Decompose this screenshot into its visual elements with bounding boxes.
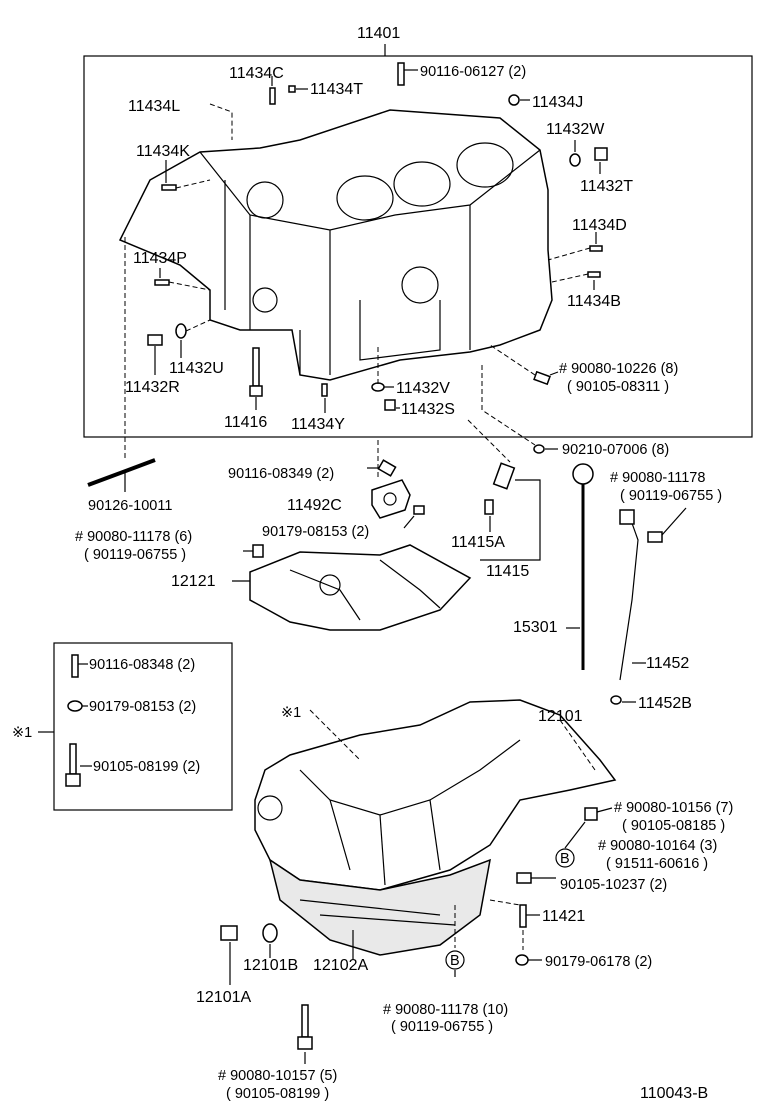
label-11434K: 11434K (136, 143, 190, 160)
label-90126-10011: 90126-10011 (88, 498, 172, 514)
label-90119-06755-right: ( 90119-06755 ) (620, 488, 722, 504)
reference-box: ※1 90116-08348 (2) 90179-08153 (2) 90105… (12, 642, 233, 811)
label-90179-08153: 90179-08153 (2) (262, 524, 369, 540)
label-12102A: 12102A (313, 957, 368, 974)
label-90080-11178-pan: # 90080-11178 (10) (383, 1002, 508, 1018)
pan-ref-mark: ※1 (281, 705, 301, 721)
label-11432W: 11432W (546, 121, 605, 138)
label-90105-08311: ( 90105-08311 ) (567, 379, 669, 395)
label-12101: 12101 (538, 708, 583, 725)
label-90080-10157: # 90080-10157 (5) (218, 1068, 337, 1084)
box-ref-mark: ※1 (12, 725, 32, 741)
label-11452: 11452 (646, 655, 689, 672)
label-11432T: 11432T (580, 178, 633, 195)
label-90080-11178-left: # 90080-11178 (6) (75, 529, 192, 545)
label-90105-08199-pan: ( 90105-08199 ) (226, 1086, 329, 1102)
label-90179-06178: 90179-06178 (2) (545, 954, 652, 970)
label-90105-08185: ( 90105-08185 ) (622, 818, 725, 834)
label-11416: 11416 (224, 414, 267, 431)
label-11452B: 11452B (638, 695, 692, 712)
label-90105-10237: 90105-10237 (2) (560, 877, 667, 893)
label-11434Y: 11434Y (291, 416, 345, 433)
label-11432R: 11432R (125, 379, 180, 396)
label-11492C: 11492C (287, 497, 342, 514)
label-11432U: 11432U (169, 360, 224, 377)
label-11434D: 11434D (572, 217, 627, 234)
block-fasteners (147, 62, 608, 413)
label-90116-08349: 90116-08349 (2) (228, 466, 334, 482)
box-label-90179-08153: 90179-08153 (2) (89, 699, 196, 715)
label-12121: 12121 (171, 573, 216, 590)
figure-code: 110043-B (640, 1085, 708, 1102)
label-11434C: 11434C (229, 65, 284, 82)
box-label-90116-08348: 90116-08348 (2) (89, 657, 195, 673)
header-part-number: 11401 (357, 25, 400, 42)
label-15301: 15301 (513, 619, 558, 636)
block-labels: 90116-06127 (2) 11434C 11434T 11434L 114… (125, 64, 678, 433)
label-11434B: 11434B (567, 293, 621, 310)
label-11415A: 11415A (451, 534, 505, 551)
label-11434J: 11434J (532, 94, 583, 111)
label-11434L: 11434L (128, 98, 180, 115)
label-11434T: 11434T (310, 81, 363, 98)
label-11434P: 11434P (133, 250, 187, 267)
label-11415: 11415 (486, 563, 529, 580)
pan-labels: ※1 12101 # 90080-10156 (7) ( 90105-08185… (196, 705, 733, 1102)
label-11432S: 11432S (401, 401, 455, 418)
label-11421: 11421 (542, 908, 585, 925)
label-91511-60616: ( 91511-60616 ) (606, 856, 708, 872)
engine-block-frame (83, 55, 753, 438)
label-90080-11178-right: # 90080-11178 (610, 470, 705, 486)
middle-labels: 90210-07006 (8) 90126-10011 90116-08349 … (75, 442, 722, 712)
label-90080-10156: # 90080-10156 (7) (614, 800, 733, 816)
cylinder-block-illustration (118, 109, 553, 381)
label-90080-10226: # 90080-10226 (8) (559, 361, 678, 377)
b-marker-2: B (450, 953, 460, 969)
label-12101B: 12101B (243, 957, 298, 974)
box-label-90105-08199: 90105-08199 (2) (93, 759, 200, 775)
b-marker-1: B (560, 851, 570, 867)
label-90210-07006: 90210-07006 (8) (562, 442, 669, 458)
oil-pan-illustration (220, 699, 617, 1064)
label-11432V: 11432V (396, 380, 450, 397)
label-90119-06755-left: ( 90119-06755 ) (84, 547, 186, 563)
label-12101A: 12101A (196, 989, 251, 1006)
middle-parts (87, 237, 687, 705)
label-90080-10164: # 90080-10164 (3) (598, 838, 717, 854)
label-90116-06127: 90116-06127 (2) (420, 64, 526, 80)
label-90119-06755-pan: ( 90119-06755 ) (391, 1019, 493, 1035)
